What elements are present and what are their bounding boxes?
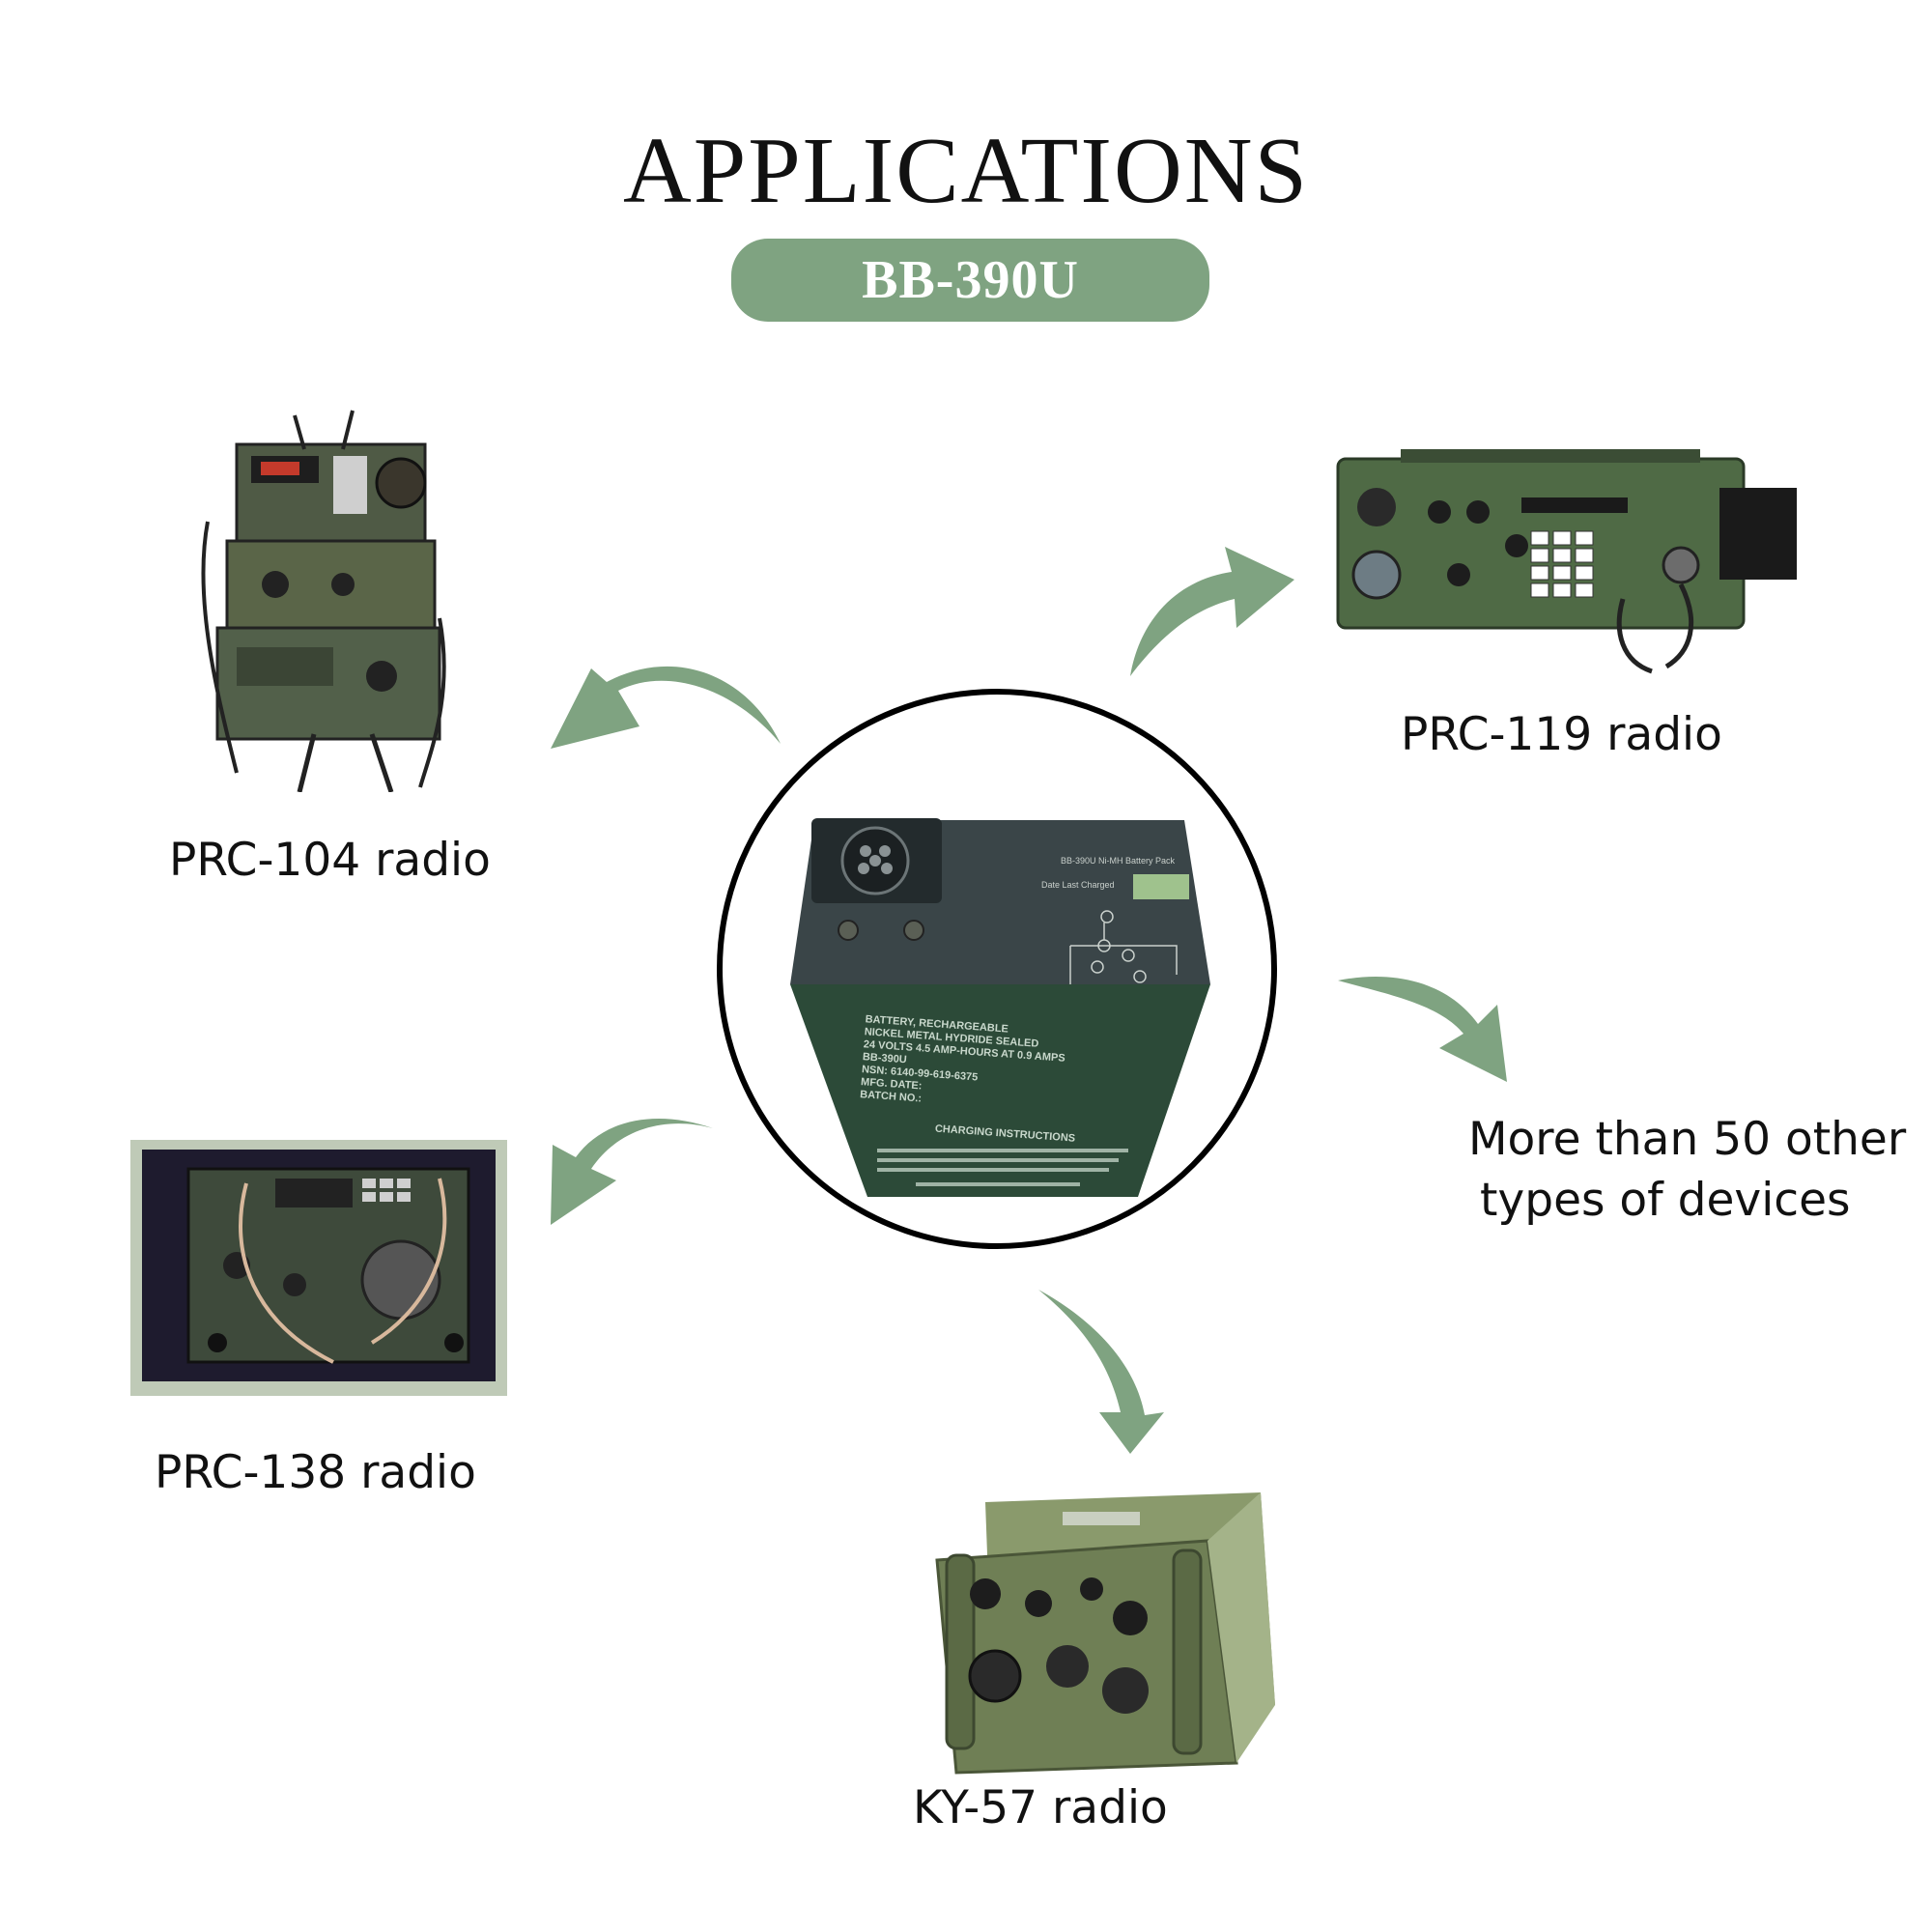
- prc104-label: PRC-104 radio: [169, 834, 491, 887]
- arrow-to-more-devices: [1338, 977, 1507, 1082]
- prc104-photo: [198, 406, 449, 792]
- ky57-photo: [918, 1473, 1285, 1782]
- arrow-to-ky57: [1038, 1290, 1164, 1454]
- battery-text-line: MFG. DATE:: [861, 1076, 923, 1092]
- battery-pack-image: BB-390U Ni-MH Battery Pack Date Last Cha…: [790, 818, 1210, 1197]
- battery-text-line: BATCH NO.:: [860, 1089, 923, 1104]
- arrow-to-prc119: [1130, 547, 1294, 676]
- prc138-photo: [130, 1140, 507, 1396]
- battery-text-line: BB-390U: [863, 1051, 908, 1065]
- battery-date-label: Date Last Charged: [1041, 880, 1115, 890]
- battery-top-label: BB-390U Ni-MH Battery Pack: [1061, 856, 1176, 866]
- page-title: APPLICATIONS: [622, 119, 1310, 223]
- battery-circle: BB-390U Ni-MH Battery Pack Date Last Cha…: [717, 689, 1277, 1249]
- other-devices-line-1: More than 50 other: [1468, 1113, 1907, 1166]
- prc119-photo: [1333, 440, 1802, 676]
- arrow-to-prc104: [551, 666, 781, 749]
- other-devices-line-2: types of devices: [1480, 1174, 1851, 1228]
- other-devices-label: More than 50 other types of devices: [1468, 1109, 1906, 1232]
- prc138-label: PRC-138 radio: [155, 1446, 476, 1499]
- ky57-label: KY-57 radio: [913, 1781, 1168, 1834]
- prc119-label: PRC-119 radio: [1401, 708, 1722, 761]
- model-badge: BB-390U: [731, 239, 1209, 322]
- arrow-to-prc138: [551, 1119, 713, 1225]
